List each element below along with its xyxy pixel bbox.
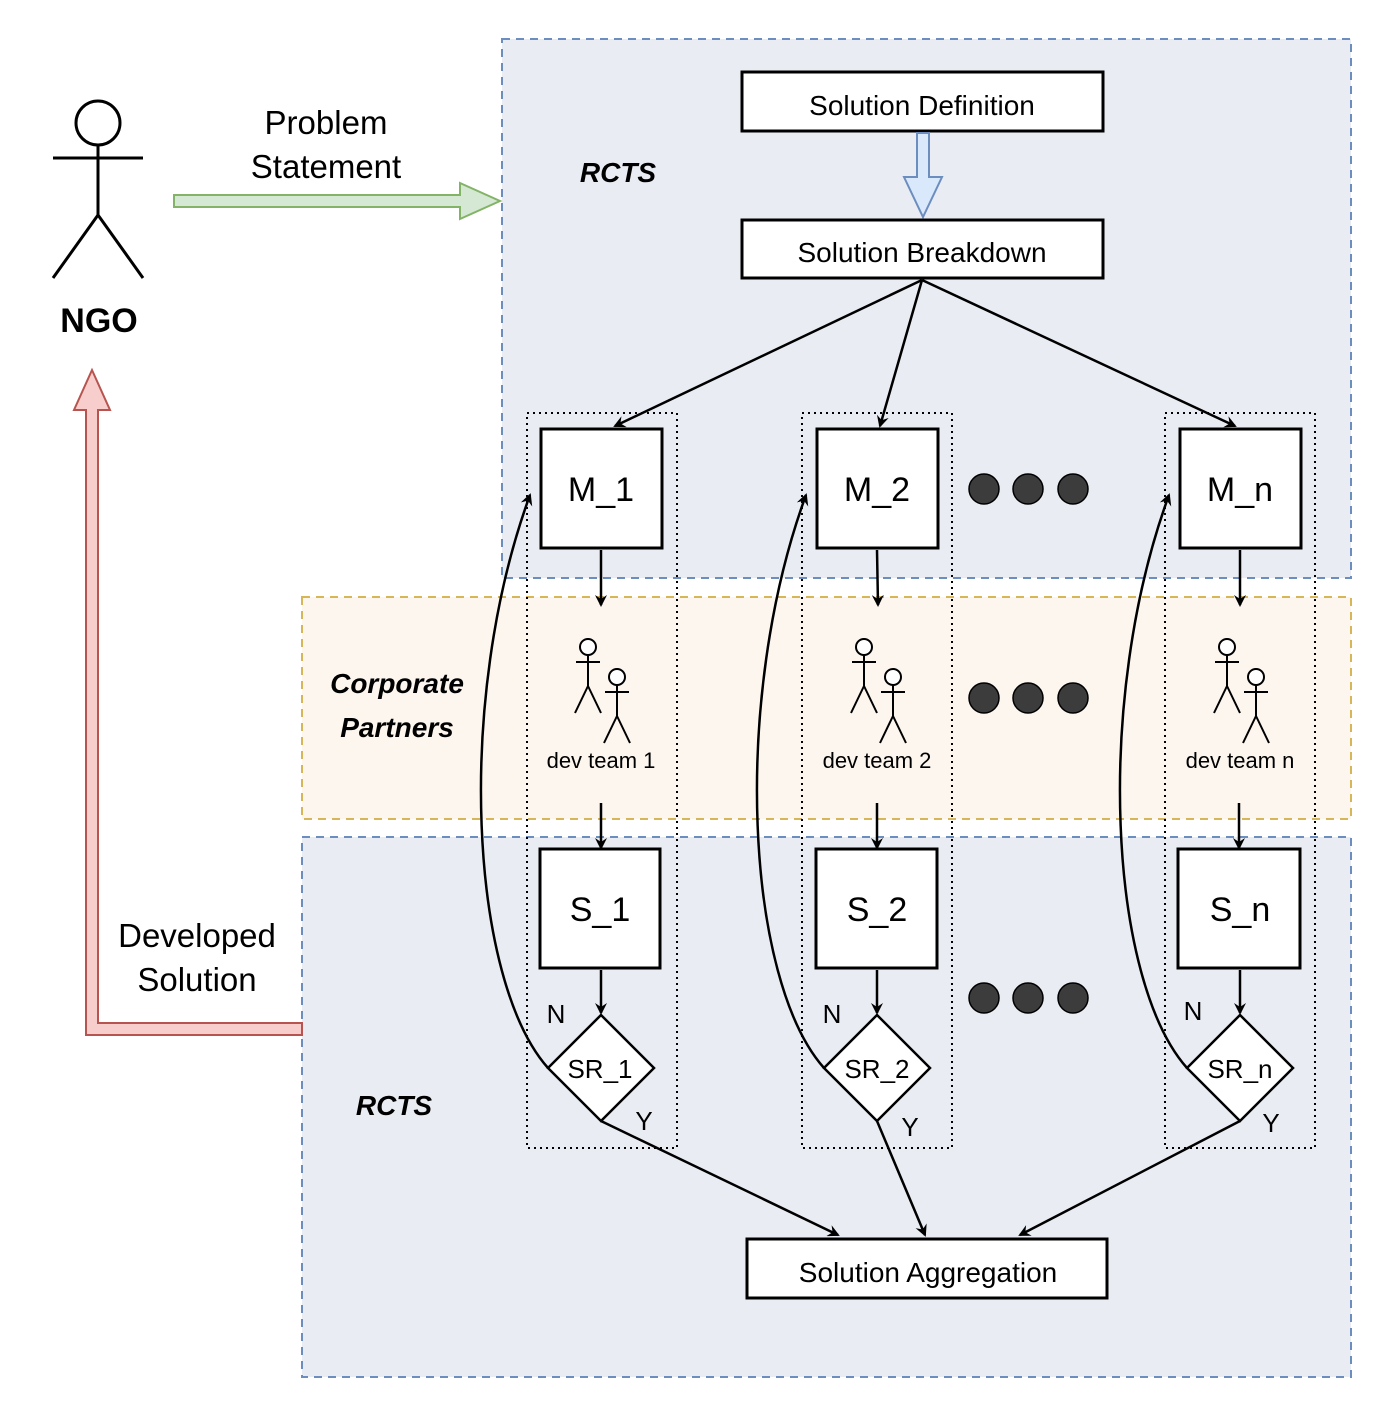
ellipsis-dots-teams — [968, 682, 1089, 714]
revise-loop-arrow-2 — [755, 493, 825, 1069]
solution-definition-label: Solution Definition — [809, 90, 1035, 121]
column-container-n — [1164, 412, 1316, 1149]
solution-label-1: S_1 — [570, 891, 631, 929]
developed-solution-label-line2: Solution — [137, 961, 256, 998]
dev-team-n-icon — [1213, 638, 1270, 744]
no-label-1: N — [547, 999, 566, 1029]
srn-to-aggregation-arrow — [1018, 1119, 1241, 1237]
module-box-1 — [539, 427, 664, 550]
ngo-actor-icon — [51, 99, 145, 279]
ellipsis-dots-modules — [968, 473, 1089, 505]
developed-solution-arrow — [72, 367, 303, 1036]
revise-loop-arrow-n — [1118, 493, 1188, 1069]
module-label-2: M_2 — [844, 471, 910, 509]
solution-label-n: S_n — [1210, 891, 1271, 929]
yes-label-1: Y — [635, 1106, 652, 1136]
problem-statement-label-line2: Statement — [251, 148, 401, 185]
rcts-top-label: RCTS — [580, 157, 657, 188]
solution-breakdown-label: Solution Breakdown — [797, 237, 1046, 268]
ellipsis-dots-solutions — [968, 982, 1089, 1014]
m2-to-team2-arrow — [871, 549, 884, 607]
module-label-n: M_n — [1207, 471, 1273, 509]
no-label-2: N — [823, 999, 842, 1029]
column-container-2 — [801, 412, 953, 1149]
solution-breakdown-box — [740, 218, 1105, 280]
developed-solution-label-line1: Developed — [118, 917, 276, 954]
no-label-n: N — [1184, 996, 1203, 1026]
dev-team-n-label: dev team n — [1186, 748, 1295, 773]
yes-label-2: Y — [901, 1112, 918, 1142]
dev-team-1-icon — [574, 638, 631, 744]
module-label-1: M_1 — [568, 471, 634, 509]
solution-aggregation-label: Solution Aggregation — [799, 1257, 1057, 1288]
module-box-n — [1178, 427, 1303, 550]
breakdown-to-m2-arrow — [876, 279, 924, 428]
corporate-partners-region — [301, 596, 1352, 820]
sr2-to-aggregation-arrow — [875, 1120, 927, 1237]
module-box-2 — [815, 427, 940, 550]
problem-statement-arrow — [173, 181, 503, 221]
dev-team-2-icon — [850, 638, 907, 744]
review-label-2: SR_2 — [844, 1054, 909, 1084]
solution-label-2: S_2 — [847, 891, 908, 929]
breakdown-to-mn-arrow — [921, 278, 1237, 428]
corporate-label-line1: Corporate — [330, 668, 464, 699]
yes-label-n: Y — [1262, 1108, 1279, 1138]
solution-box-n — [1176, 847, 1302, 970]
ngo-label: NGO — [60, 302, 137, 340]
solution-definition-box — [740, 70, 1105, 133]
definition-to-breakdown-arrow — [902, 132, 944, 220]
dev-team-1-label: dev team 1 — [547, 748, 656, 773]
sr1-to-aggregation-arrow — [600, 1119, 840, 1237]
problem-statement-label-line1: Problem — [265, 104, 388, 141]
review-label-1: SR_1 — [567, 1054, 632, 1084]
corporate-label-line2: Partners — [340, 712, 454, 743]
revise-loop-arrow-1 — [479, 493, 549, 1069]
rcts-bottom-label: RCTS — [356, 1090, 433, 1121]
breakdown-to-m1-arrow — [613, 278, 923, 428]
review-label-n: SR_n — [1207, 1054, 1272, 1084]
column-container-1 — [526, 412, 678, 1149]
dev-team-2-label: dev team 2 — [823, 748, 932, 773]
solution-aggregation-box — [745, 1237, 1109, 1300]
solution-box-2 — [814, 847, 939, 970]
solution-box-1 — [538, 847, 662, 970]
